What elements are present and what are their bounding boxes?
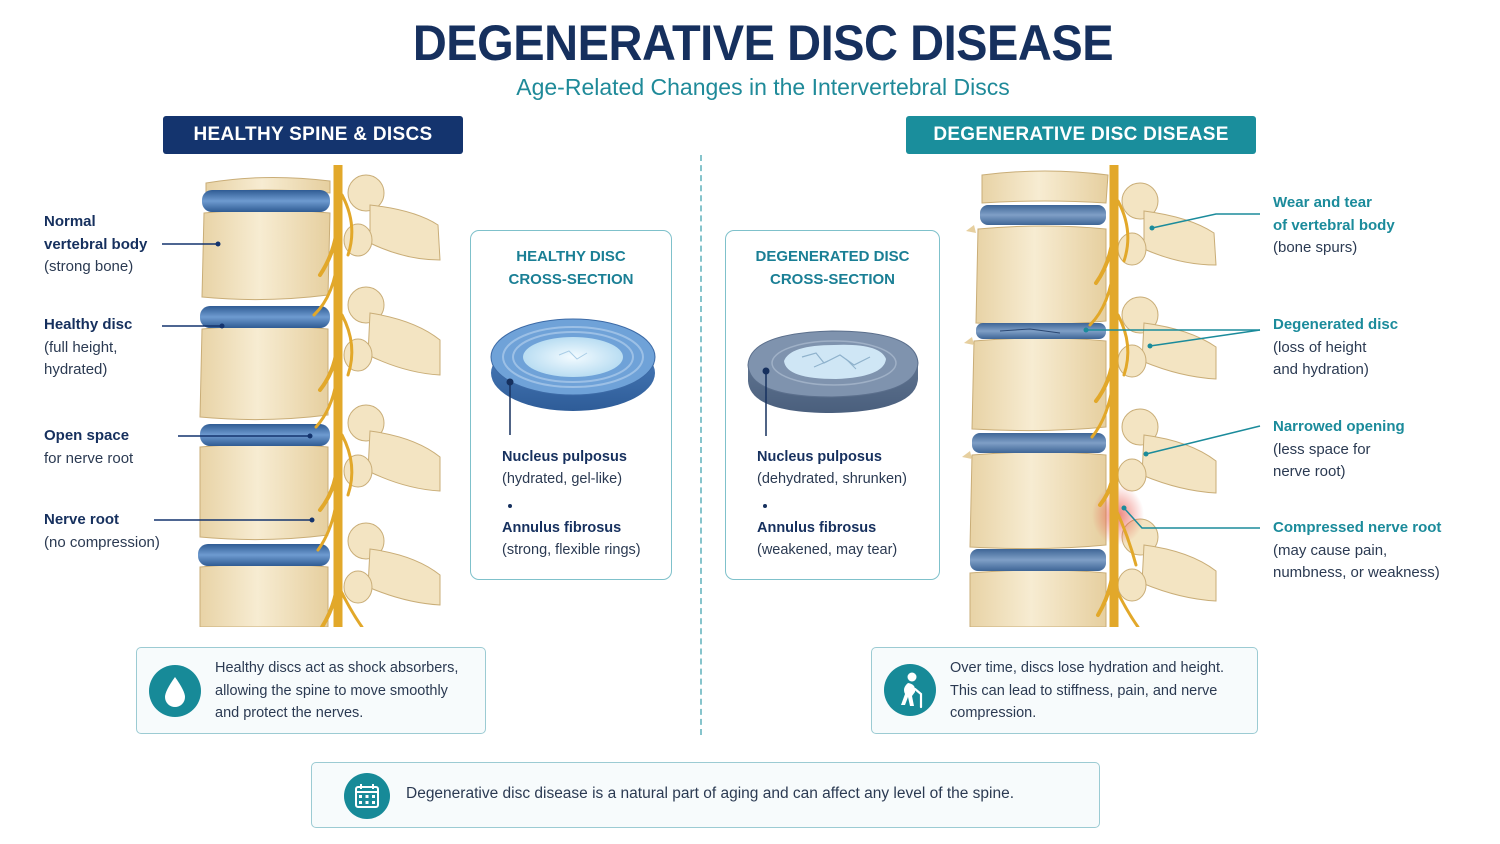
- label-desc: (may cause pain,: [1273, 541, 1388, 559]
- bullet-dot: [763, 504, 767, 508]
- label-title: Normal: [44, 213, 96, 230]
- spinous-processes: [1117, 182, 1217, 602]
- label-title: Wear and tear: [1273, 194, 1372, 211]
- label-desc: (bone spurs): [1273, 239, 1358, 256]
- vertebral-bodies: [962, 170, 1109, 627]
- annulus-fibrosus-text: Annulus fibrosus (weakened, may tear): [757, 517, 897, 561]
- nerve-roots: [1088, 165, 1140, 627]
- healthy-disc-cross-section-card: HEALTHY DISC CROSS-SECTION Nucleus pulpo…: [470, 230, 672, 580]
- info-line-3: compression.: [950, 705, 1037, 721]
- label-title-2: of vertebral body: [1273, 216, 1395, 234]
- center-divider: [700, 155, 702, 735]
- label-desc: (full height,: [44, 338, 118, 356]
- label-title: Nerve root: [44, 511, 120, 528]
- label-compressed-nerve-root: Compressed nerve root (may cause pain, n…: [1273, 517, 1441, 585]
- page-title: DEGENERATIVE DISC DISEASE: [412, 15, 1114, 71]
- label-title: Open space: [44, 427, 130, 444]
- healthy-info-box: Healthy discs act as shock absorbers, al…: [136, 647, 486, 734]
- bottom-note-box: Degenerative disc disease is a natural p…: [311, 762, 1100, 828]
- healthy-info-text: Healthy discs act as shock absorbers, al…: [215, 657, 458, 725]
- spinous-processes: [343, 174, 441, 606]
- degenerative-info-text: Over time, discs lose hydration and heig…: [950, 657, 1224, 725]
- label-title-2: vertebral body: [44, 235, 148, 253]
- degenerated-discs: [970, 205, 1106, 571]
- label-degenerated-disc: Degenerated disc (loss of height and hyd…: [1273, 314, 1398, 382]
- item-title: Annulus fibrosus: [502, 520, 622, 536]
- label-desc-2: and hydration): [1273, 361, 1369, 378]
- bottom-note-text: Degenerative disc disease is a natural p…: [406, 785, 1015, 802]
- label-narrowed-opening: Narrowed opening (less space for nerve r…: [1273, 416, 1405, 484]
- card-title: HEALTHY DISC CROSS-SECTION: [471, 245, 671, 291]
- healthy-spine-illustration: [198, 165, 441, 627]
- label-desc: (less space for: [1273, 440, 1371, 458]
- healthy-discs: [198, 190, 330, 566]
- item-desc: (dehydrated, shrunken): [757, 471, 907, 487]
- card-title: DEGENERATED DISC CROSS-SECTION: [726, 245, 939, 291]
- item-desc: (strong, flexible rings): [502, 542, 641, 558]
- item-desc: (hydrated, gel-like): [502, 471, 623, 487]
- label-desc: (loss of height: [1273, 338, 1367, 356]
- label-desc-2: nerve root): [1273, 463, 1346, 480]
- water-drop-icon: [149, 665, 201, 717]
- nucleus-pulposus-text: Nucleus pulposus (dehydrated, shrunken): [757, 446, 907, 490]
- card-title-line-2: CROSS-SECTION: [508, 271, 634, 288]
- label-desc: (no compression): [44, 533, 160, 551]
- label-wear-and-tear: Wear and tear of vertebral body (bone sp…: [1273, 192, 1395, 260]
- card-title-line-1: HEALTHY DISC: [516, 248, 626, 265]
- label-desc: for nerve root: [44, 449, 134, 467]
- label-title: Healthy disc: [44, 316, 133, 333]
- degenerative-info-box: Over time, discs lose hydration and heig…: [871, 647, 1258, 734]
- healthy-disc-illustration: [490, 318, 656, 435]
- degenerated-spine-illustration: [962, 165, 1217, 627]
- healthy-leader-lines: [154, 241, 315, 523]
- calendar-icon: [344, 773, 390, 819]
- elderly-person-icon: [884, 664, 936, 716]
- label-healthy-disc: Healthy disc (full height, hydrated): [44, 314, 132, 382]
- label-title: Compressed nerve root: [1273, 519, 1442, 536]
- healthy-section-header: HEALTHY SPINE & DISCS: [163, 116, 463, 154]
- nucleus-pulposus-text: Nucleus pulposus (hydrated, gel-like): [502, 446, 627, 490]
- label-open-space: Open space for nerve root: [44, 425, 133, 470]
- label-desc-2: hydrated): [44, 361, 108, 378]
- info-line-2: allowing the spine to move smoothly: [215, 682, 448, 699]
- bullet-dot: [508, 504, 512, 508]
- card-title-line-2: CROSS-SECTION: [769, 271, 895, 288]
- label-title: Degenerated disc: [1273, 316, 1399, 333]
- degenerated-leader-lines: [1083, 213, 1261, 529]
- item-title: Nucleus pulposus: [502, 449, 627, 465]
- degenerated-disc-cross-section-card: DEGENERATED DISC CROSS-SECTION Nucleus p…: [725, 230, 940, 580]
- info-line-1: Over time, discs lose hydration and heig…: [950, 660, 1225, 676]
- info-line-1: Healthy discs act as shock absorbers,: [215, 660, 459, 676]
- info-line-3: and protect the nerves.: [215, 705, 364, 721]
- label-desc-2: numbness, or weakness): [1273, 564, 1440, 581]
- label-title: Narrowed opening: [1273, 418, 1405, 435]
- label-nerve-root: Nerve root (no compression): [44, 509, 160, 554]
- degenerated-disc-illustration: [747, 330, 919, 436]
- page-subtitle: Age-Related Changes in the Intervertebra…: [516, 74, 1010, 100]
- item-desc: (weakened, may tear): [757, 542, 898, 558]
- item-title: Annulus fibrosus: [757, 520, 877, 536]
- info-line-2: This can lead to stiffness, pain, and ne…: [950, 682, 1218, 699]
- annulus-fibrosus-text: Annulus fibrosus (strong, flexible rings…: [502, 517, 641, 561]
- nerve-roots: [312, 165, 364, 627]
- degenerative-section-header: DEGENERATIVE DISC DISEASE: [906, 116, 1256, 154]
- item-title: Nucleus pulposus: [757, 449, 882, 465]
- label-desc: (strong bone): [44, 258, 134, 275]
- card-title-line-1: DEGENERATED DISC: [755, 248, 910, 265]
- label-normal-vertebral-body: Normal vertebral body (strong bone): [44, 211, 147, 279]
